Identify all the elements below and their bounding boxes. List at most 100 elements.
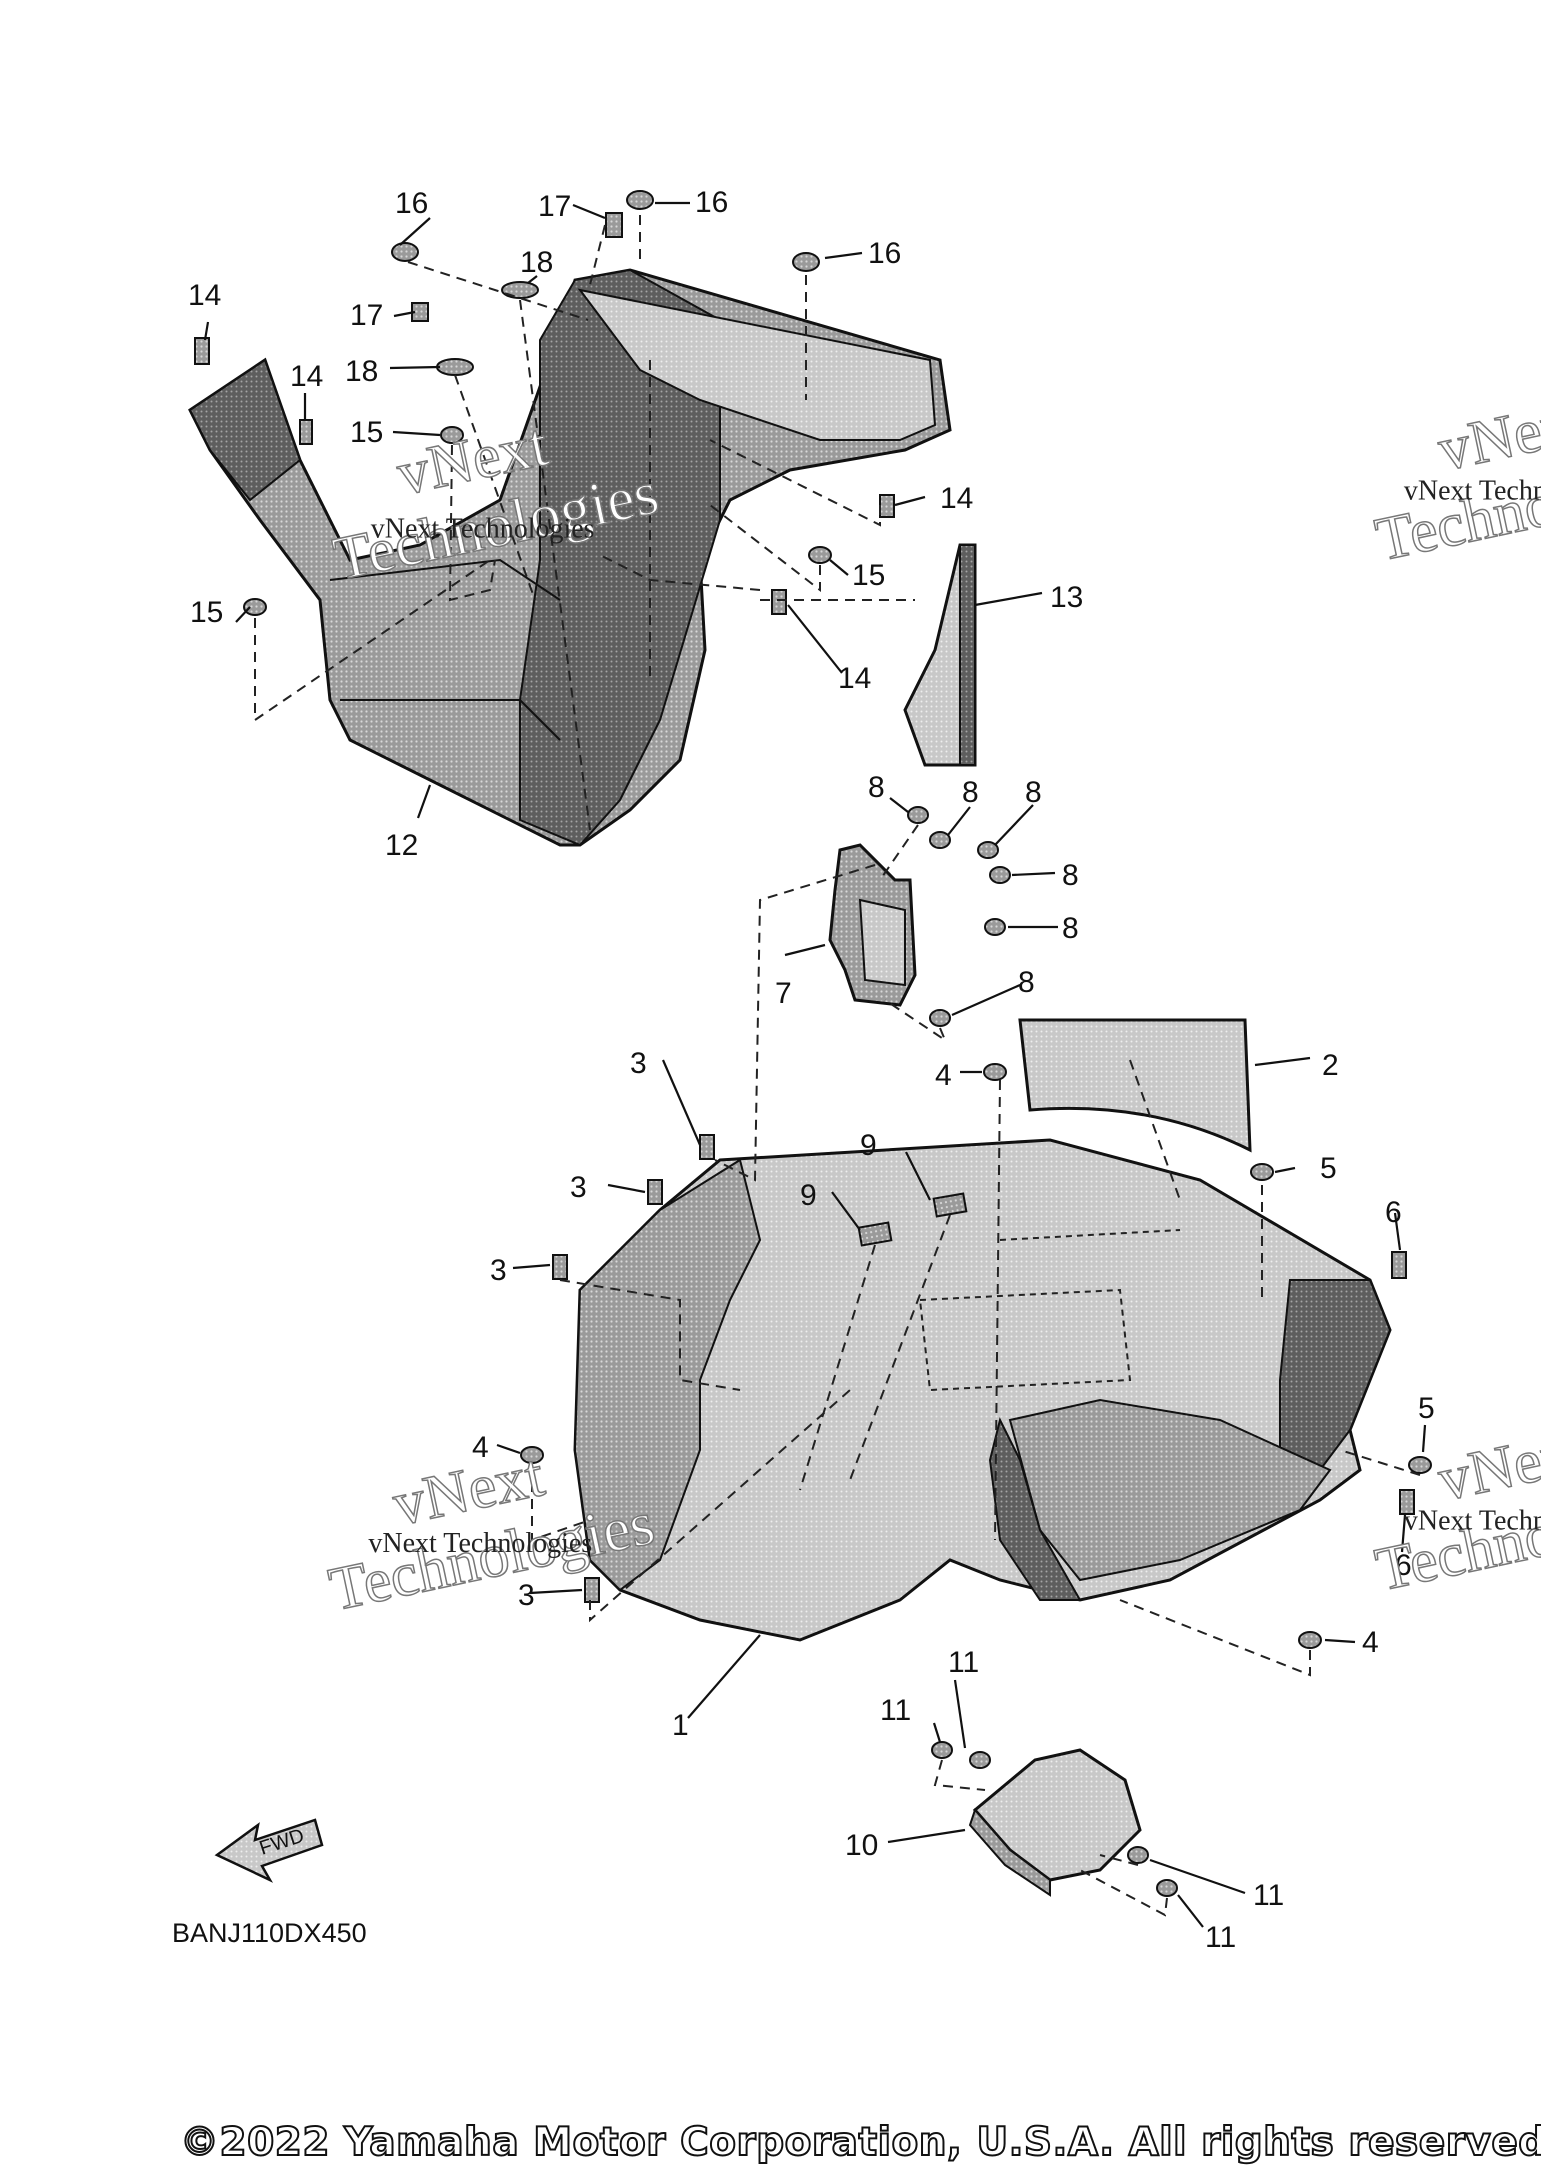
fastener-18b — [436, 358, 474, 376]
callout-4: 4 — [935, 1059, 952, 1092]
fastener-3a — [699, 1134, 715, 1160]
callout-3: 3 — [570, 1171, 587, 1204]
svg-text:vNext Technologies: vNext Technologies — [371, 514, 595, 545]
diagram-code: BANJ110DX450 — [172, 1918, 367, 1948]
assembly-lines — [254, 215, 1421, 1917]
fastener-17a — [605, 212, 623, 238]
fastener-5a — [1250, 1163, 1274, 1181]
callout-10: 10 — [845, 1829, 878, 1862]
fastener-11c — [1127, 1846, 1149, 1864]
callout-17: 17 — [538, 190, 571, 223]
fastener-3b — [647, 1179, 663, 1205]
callout-18: 18 — [345, 355, 378, 388]
callout-16: 16 — [695, 186, 728, 219]
callout-5: 5 — [1418, 1392, 1435, 1425]
callout-12: 12 — [385, 829, 418, 862]
fastener-8e — [984, 918, 1006, 936]
callout-11: 11 — [948, 1646, 979, 1679]
callout-15: 15 — [190, 596, 223, 629]
fastener-4a — [983, 1063, 1007, 1081]
callout-13: 13 — [1050, 581, 1083, 614]
callout-14: 14 — [290, 360, 323, 393]
fastener-3d — [584, 1577, 600, 1603]
callout-16: 16 — [395, 187, 428, 220]
callout-14: 14 — [838, 662, 871, 695]
fastener-8a — [907, 806, 929, 824]
watermark-right-upper: vNext Technologies vNext Technologies — [1369, 386, 1541, 576]
fastener-4b — [520, 1446, 544, 1464]
fastener-8b — [929, 831, 951, 849]
callout-2: 2 — [1322, 1049, 1339, 1082]
fwd-arrow-icon: FWD — [214, 1818, 324, 1883]
watermark-right-lower: vNext Technologies vNext Technologies — [1369, 1416, 1541, 1606]
fastener-16a — [391, 242, 419, 262]
callout-8: 8 — [1062, 912, 1079, 945]
callout-14: 14 — [188, 279, 221, 312]
part-2-shape — [1018, 1018, 1252, 1153]
fastener-6a — [1391, 1251, 1407, 1279]
callout-6: 6 — [1385, 1196, 1402, 1229]
callout-16: 16 — [868, 237, 901, 270]
fastener-15b — [808, 546, 832, 564]
callout-3: 3 — [490, 1254, 507, 1287]
leader-lines — [203, 201, 1427, 1928]
callout-8: 8 — [1025, 776, 1042, 809]
callout-11: 11 — [1205, 1921, 1236, 1954]
callout-8: 8 — [962, 776, 979, 809]
callout-1: 1 — [672, 1709, 689, 1742]
svg-text:vNext Technologies: vNext Technologies — [1404, 1506, 1541, 1537]
callout-3: 3 — [630, 1047, 647, 1080]
fastener-8f — [929, 1009, 951, 1027]
fastener-15c — [243, 598, 267, 616]
callout-8: 8 — [1018, 966, 1035, 999]
callout-15: 15 — [350, 416, 383, 449]
fastener-9b — [857, 1221, 893, 1247]
callout-5: 5 — [1320, 1152, 1337, 1185]
fastener-16c — [792, 252, 820, 272]
fastener-11b — [969, 1751, 991, 1769]
callout-4: 4 — [472, 1431, 489, 1464]
fastener-11d — [1156, 1879, 1178, 1897]
callouts: 16 16 16 17 17 18 18 14 14 14 14 15 15 1… — [188, 186, 1435, 1954]
callout-8: 8 — [1062, 859, 1079, 892]
callout-3: 3 — [518, 1579, 535, 1612]
callout-11: 11 — [880, 1694, 911, 1727]
fastener-6b — [1399, 1489, 1415, 1515]
svg-text:vNext Technologies: vNext Technologies — [1404, 476, 1541, 507]
callout-6: 6 — [1395, 1549, 1412, 1582]
callout-14: 14 — [940, 482, 973, 515]
fastener-4c — [1298, 1631, 1322, 1649]
part-10-shape — [968, 1748, 1142, 1897]
fastener-15a — [440, 426, 464, 444]
fastener-16b — [626, 190, 654, 210]
callout-17: 17 — [350, 299, 383, 332]
fastener-14a — [194, 337, 210, 365]
part-7-shape — [828, 843, 917, 1007]
callout-8: 8 — [868, 771, 885, 804]
fastener-9a — [932, 1192, 968, 1218]
callout-4: 4 — [1362, 1626, 1379, 1659]
fastener-14c — [879, 494, 895, 518]
part-1-shape — [573, 1138, 1392, 1642]
fastener-14d — [771, 589, 787, 615]
fastener-8d — [989, 866, 1011, 884]
fastener-5b — [1408, 1456, 1432, 1474]
callout-11: 11 — [1253, 1879, 1284, 1912]
callout-7: 7 — [775, 977, 792, 1010]
part-12-shape — [188, 268, 952, 847]
svg-text:vNext: vNext — [1433, 1416, 1541, 1514]
fastener-11a — [931, 1741, 953, 1759]
callout-9: 9 — [800, 1179, 817, 1212]
copyright-notice: ©2022 Yamaha Motor Corporation, U.S.A. A… — [179, 2119, 1541, 2166]
fastener-14b — [299, 419, 313, 445]
callout-18: 18 — [520, 246, 553, 279]
fastener-18a — [501, 281, 539, 299]
svg-text:vNext Technologies: vNext Technologies — [368, 1528, 592, 1559]
fastener-3c — [552, 1254, 568, 1280]
part-13-shape — [903, 543, 977, 767]
svg-text:vNext: vNext — [1433, 386, 1541, 484]
fasteners — [194, 190, 1432, 1897]
callout-15: 15 — [852, 559, 885, 592]
fastener-8c — [977, 841, 999, 859]
